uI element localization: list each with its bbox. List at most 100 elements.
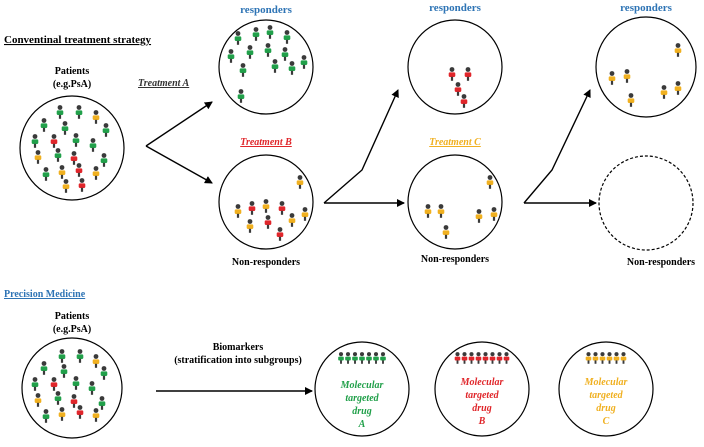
patient-icon [424, 204, 432, 218]
patient-icon [60, 364, 68, 378]
patient-icon [489, 352, 496, 364]
patient-icon [599, 352, 606, 364]
patient-icon [461, 352, 468, 364]
patient-icon [100, 366, 108, 380]
patient-icon [608, 71, 616, 85]
patient-icon [78, 178, 86, 192]
patient-icon [264, 43, 272, 57]
patient-icon [252, 27, 260, 41]
patient-icon [246, 45, 254, 59]
patient-icon [227, 49, 235, 63]
patient-icon [40, 118, 48, 132]
nonresponders-label-1: Non-responders [232, 257, 300, 268]
patient-icon [92, 110, 100, 124]
nonresponders-label-2: Non-responders [421, 254, 489, 265]
drug-circle-a: Molecular targeted drug A [314, 341, 410, 437]
patient-icon [72, 133, 80, 147]
patient-icon [482, 352, 489, 364]
biomarkers-label: Biomarkers [213, 342, 264, 353]
patient-icon [58, 165, 66, 179]
conventional-title: Conventinal treatment strategy [4, 34, 152, 46]
arrow-to-responders-1 [145, 101, 213, 147]
patient-circle-precision [21, 337, 123, 439]
patient-icon [58, 407, 66, 421]
responders-circle-2 [407, 19, 503, 115]
drug-c-line-1: Molecular [584, 377, 628, 388]
patient-icon [613, 352, 620, 364]
patient-icon [278, 201, 286, 215]
patient-icon [301, 207, 309, 221]
patient-icon [42, 409, 50, 423]
nonresponders-label-3: Non-responders [627, 257, 695, 268]
responders-label-3: responders [620, 2, 672, 14]
patient-icon [475, 352, 482, 364]
patient-icon [102, 123, 110, 137]
patient-icon [50, 377, 58, 391]
patients-label: Patients [55, 66, 90, 77]
patient-icon [70, 394, 78, 408]
patient-icon [585, 352, 592, 364]
precision-patients-sublabel: (e.g.PsA) [53, 324, 91, 335]
patient-icon [34, 393, 42, 407]
patient-icon [248, 201, 256, 215]
patient-icon [373, 352, 379, 364]
patient-icon [345, 352, 351, 364]
nonresponders-circle-2 [407, 154, 503, 250]
patient-icon [72, 376, 80, 390]
patient-icon [503, 352, 510, 364]
patient-icon [89, 138, 97, 152]
patient-icon [31, 134, 39, 148]
patient-icon [92, 408, 100, 422]
precision-title: Precision Medicine [4, 289, 86, 300]
drug-circle-b: Molecular targeted drug B [434, 341, 530, 437]
patient-icon [380, 352, 386, 364]
responders-label-1: responders [240, 4, 292, 16]
patient-icon [486, 175, 494, 189]
patient-icon [454, 82, 462, 96]
patient-icon [296, 175, 304, 189]
patient-icon [75, 163, 83, 177]
patient-icon [454, 352, 461, 364]
nonresponders-circle-3 [598, 155, 694, 251]
treatment-c-label: Treatment C [429, 137, 481, 148]
patient-icon [460, 94, 468, 108]
biomarkers-sublabel: (stratification into subgroups) [174, 355, 302, 366]
treatment-a-label: Treatment A [138, 78, 190, 89]
patient-icon [490, 207, 498, 221]
patient-icon [75, 105, 83, 119]
arrow-branch-2 [323, 89, 399, 204]
patient-icon [627, 93, 635, 107]
drug-b-line-3: drug [472, 403, 491, 414]
precision-patients-label: Patients [55, 311, 90, 322]
drug-c-line-3: drug [596, 403, 615, 414]
patient-icon [40, 361, 48, 375]
patient-icon [620, 352, 627, 364]
patient-icon [674, 43, 682, 57]
patient-icon [352, 352, 358, 364]
patient-icon [234, 204, 242, 218]
patient-icon [56, 105, 64, 119]
patient-icon [76, 405, 84, 419]
patient-icon [50, 134, 58, 148]
patient-icon [674, 81, 682, 95]
drug-b-line-2: targeted [465, 390, 499, 401]
patient-icon [592, 352, 599, 364]
patient-icon [234, 31, 242, 45]
patient-icon [58, 349, 66, 363]
patient-icon [92, 166, 100, 180]
patient-icon [496, 352, 503, 364]
patient-icon [281, 47, 289, 61]
drug-a-line-1: Molecular [340, 380, 384, 391]
drug-circle-c: Molecular targeted drug C [558, 341, 654, 437]
patient-icon [623, 69, 631, 83]
patient-icon [276, 227, 284, 241]
patient-icon [437, 204, 445, 218]
patient-icon [54, 391, 62, 405]
treatment-b-label: Treatment B [240, 137, 292, 148]
patient-icon [283, 30, 291, 44]
patient-icon [464, 67, 472, 81]
patient-icon [448, 67, 456, 81]
patient-icon [288, 213, 296, 227]
patient-icon [98, 396, 106, 410]
